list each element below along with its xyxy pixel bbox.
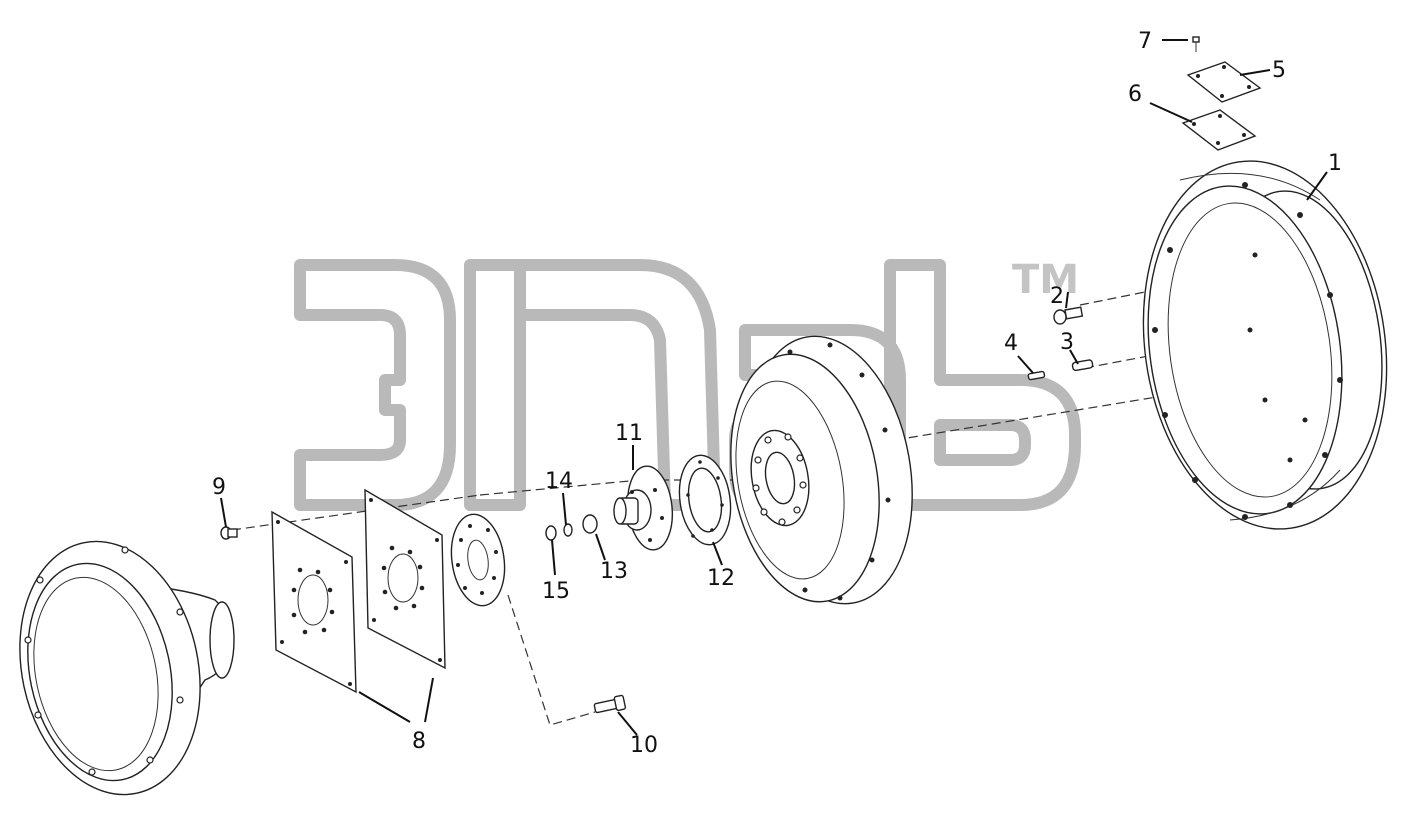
callout-4: 4 xyxy=(1004,331,1018,356)
housing-ring xyxy=(1142,160,1388,530)
callout-8: 8 xyxy=(412,729,426,754)
gasket-6 xyxy=(1181,109,1257,151)
square-plate-8a xyxy=(364,488,446,670)
callout-11: 11 xyxy=(615,421,643,446)
callout-10: 10 xyxy=(630,733,658,758)
watermark-tm: ТМ xyxy=(1012,257,1079,303)
callout-5: 5 xyxy=(1272,58,1286,83)
callout-2: 2 xyxy=(1050,284,1064,309)
callout-13: 13 xyxy=(600,559,628,584)
callout-6: 6 xyxy=(1128,82,1142,107)
bell-housing xyxy=(19,540,235,796)
screw-7 xyxy=(1192,36,1200,52)
bolt-2 xyxy=(1053,306,1084,325)
bolt-9 xyxy=(220,526,238,540)
gasket-ring-12 xyxy=(678,454,732,546)
stud-3 xyxy=(1071,359,1094,372)
callout-12: 12 xyxy=(707,566,735,591)
callout-15: 15 xyxy=(542,579,570,604)
callout-labels: 1 2 3 4 5 6 7 8 9 10 11 12 13 14 15 xyxy=(212,29,1342,758)
callout-7: 7 xyxy=(1138,29,1152,54)
square-plate-8b xyxy=(271,510,357,694)
hub-flange-11 xyxy=(613,465,674,551)
callout-1: 1 xyxy=(1328,151,1342,176)
washer-15 xyxy=(545,525,557,541)
callout-14: 14 xyxy=(545,469,573,494)
washer-14 xyxy=(563,523,573,537)
callout-9: 9 xyxy=(212,475,226,500)
flywheel xyxy=(730,335,913,605)
round-plate xyxy=(450,513,506,607)
callout-3: 3 xyxy=(1060,330,1074,355)
cover-plate-5 xyxy=(1186,61,1262,103)
bolt-10 xyxy=(593,694,627,714)
bushing-13 xyxy=(582,514,598,534)
leader-lines xyxy=(220,39,1328,736)
